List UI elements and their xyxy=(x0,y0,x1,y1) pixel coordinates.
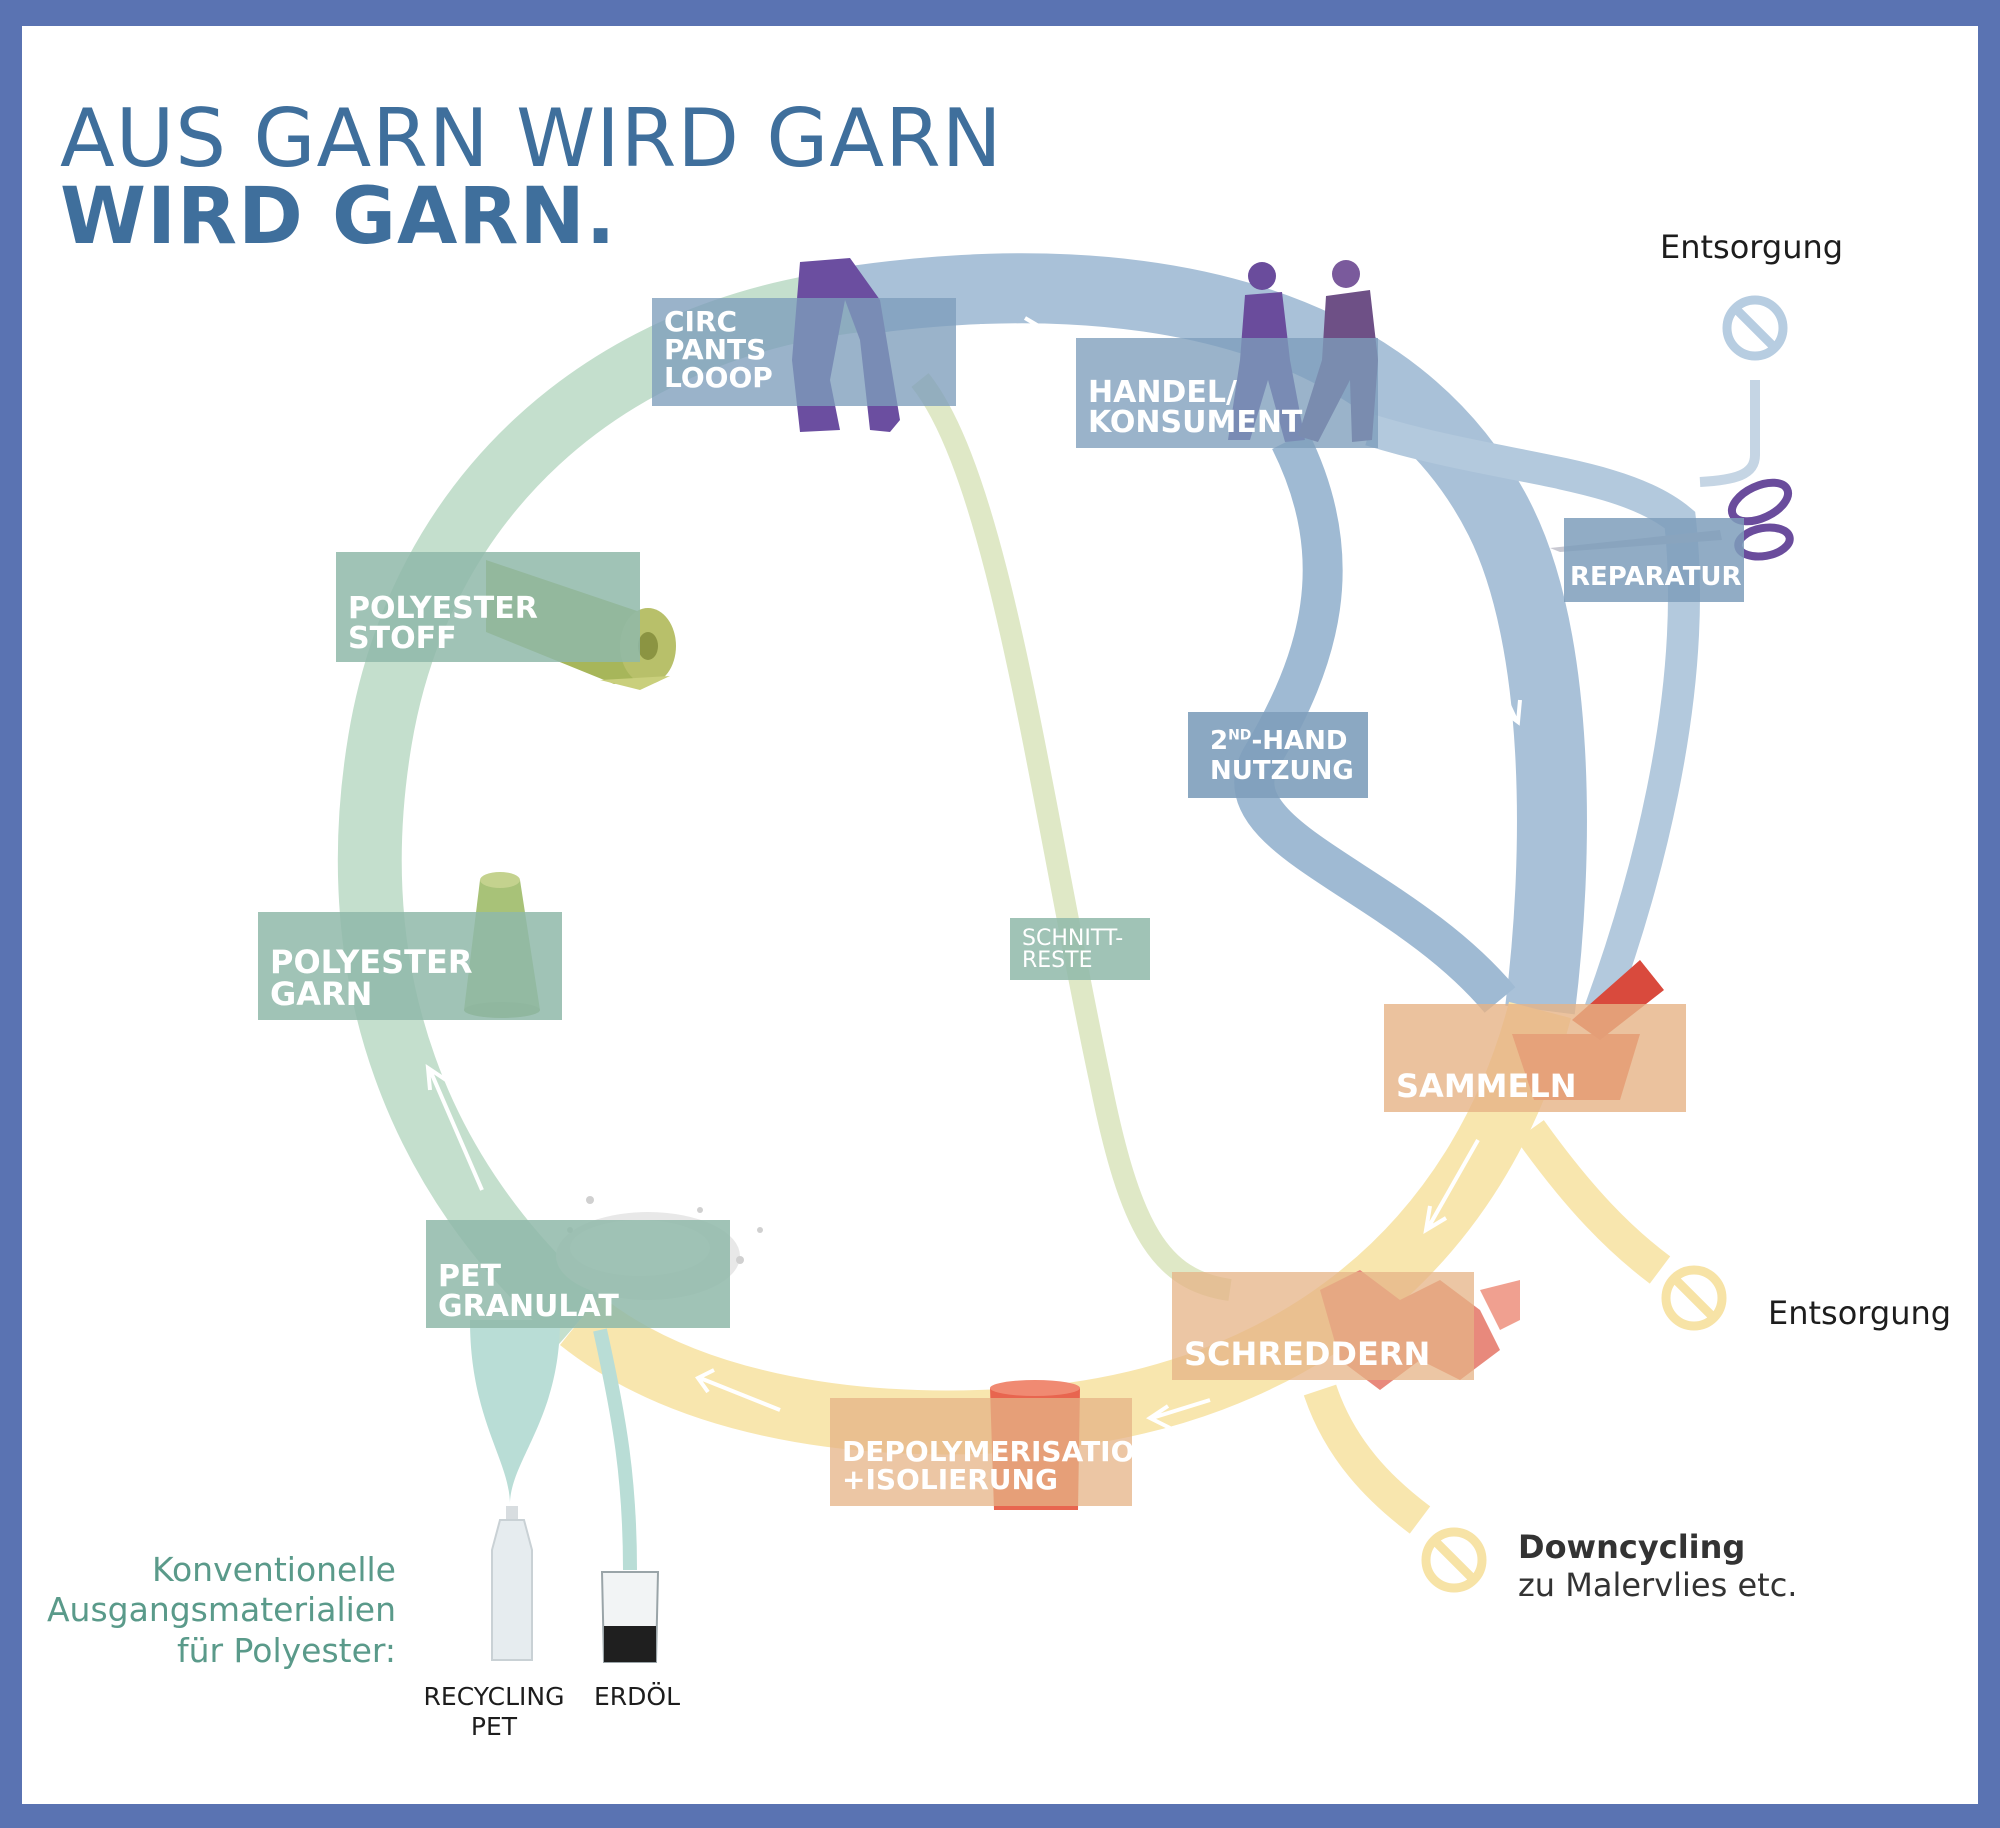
secondhand-rest: -HAND xyxy=(1251,726,1348,756)
arrow-top xyxy=(979,316,1046,340)
stage-schreddern: SCHREDDERN xyxy=(1172,1272,1474,1380)
stage-sammeln-text: SAMMELN xyxy=(1396,1067,1577,1105)
entsorgung-right-flow xyxy=(1516,1120,1671,1284)
schnittreste-flow xyxy=(911,373,1232,1301)
arrow-up-1 xyxy=(546,445,615,510)
input-note-line-3: für Polyester: xyxy=(176,1630,396,1670)
entsorgung-top-flow xyxy=(1699,380,1760,487)
recycling-pet-label: RECYCLING PET xyxy=(418,1682,570,1742)
stage-schnittreste-line-1: SCHNITT- xyxy=(1022,926,1124,951)
stage-circ-pants-line-3: LOOOP xyxy=(664,361,773,394)
stage-schnittreste-line-2: RESTE xyxy=(1022,948,1093,973)
input-note: Konventionelle Ausgangsmaterialien für P… xyxy=(40,1550,396,1671)
green-cycle-flow xyxy=(337,268,864,1345)
stage-pet-granulat: PET GRANULAT xyxy=(426,1220,730,1328)
arrow-up-2 xyxy=(406,733,434,849)
stage-depolymerisation: DEPOLYMERISATION +ISOLIERUNG xyxy=(830,1398,1158,1506)
stage-schreddern-text: SCHREDDERN xyxy=(1184,1335,1431,1373)
oil-beaker-icon xyxy=(600,1571,660,1663)
stage-polyester-stoff-line-2: STOFF xyxy=(348,621,457,656)
input-note-line-2: Ausgangsmaterialien xyxy=(46,1590,396,1630)
stage-circ-pants-line-2: PANTS xyxy=(664,333,767,366)
stage-reparatur-text: REPARATUR xyxy=(1570,562,1742,592)
bottle-icon xyxy=(491,1506,533,1661)
secondhand-base: 2 xyxy=(1210,726,1229,756)
title-line-2: WIRD GARN. xyxy=(60,172,617,262)
stage-pet-granulat-line-2: GRANULAT xyxy=(438,1289,619,1324)
stage-polyester-garn-line-2: GARN xyxy=(270,975,373,1013)
arrow-left-2 xyxy=(695,1368,781,1412)
stage-polyester-stoff-line-1: POLYESTER xyxy=(348,591,538,626)
input-note-line-1: Konventionelle xyxy=(151,1550,396,1589)
downcycling-icon xyxy=(1421,1527,1487,1593)
stage-handel-line-2: KONSUMENT xyxy=(1088,405,1303,440)
stage-secondhand-line-2: NUTZUNG xyxy=(1210,756,1354,786)
stage-handel-line-1: HANDEL/ xyxy=(1088,375,1237,410)
recycling-pet-line-1: RECYCLING xyxy=(423,1682,565,1711)
blue-top-flow xyxy=(855,253,1587,1015)
stage-polyester-garn-line-1: POLYESTER xyxy=(270,943,473,981)
stage-pet-granulat-line-1: PET xyxy=(438,1259,501,1294)
downcycling-subtitle: zu Malervlies etc. xyxy=(1518,1566,1798,1604)
recycling-pet-flow xyxy=(470,1320,560,1505)
flow-arrows xyxy=(406,316,1522,1430)
erdoel-label: ERDÖL xyxy=(594,1682,681,1711)
erdoel-flow xyxy=(593,1328,637,1571)
stage-secondhand: 2ND-HAND NUTZUNG xyxy=(1188,712,1368,798)
entsorgung-right-label: Entsorgung xyxy=(1768,1294,1952,1332)
stage-polyester-stoff: POLYESTER STOFF xyxy=(336,552,640,662)
title-line-1: AUS GARN WIRD GARN xyxy=(60,92,1003,185)
stage-polyester-garn: POLYESTER GARN xyxy=(258,912,562,1020)
stage-circ-pants-line-1: CIRC xyxy=(664,305,738,338)
recycling-pet-line-2: PET xyxy=(470,1712,518,1741)
secondhand-sup: ND xyxy=(1228,727,1252,744)
entsorgung-top-label: Entsorgung xyxy=(1660,228,1844,266)
stage-handel-konsument: HANDEL/ KONSUMENT xyxy=(1076,338,1378,448)
stage-secondhand-line-1: 2ND-HAND xyxy=(1210,728,1356,754)
stage-depolymerisation-line-2: +ISOLIERUNG xyxy=(842,1463,1058,1496)
entsorgung-right-icon xyxy=(1661,1265,1727,1331)
arrow-up-3 xyxy=(425,1064,484,1191)
arrow-down-right xyxy=(1458,599,1522,726)
stage-sammeln: SAMMELN xyxy=(1384,1004,1686,1112)
stage-reparatur: REPARATUR xyxy=(1564,518,1744,602)
stage-circ-pants: CIRC PANTS LOOOP xyxy=(652,298,956,406)
downcycling-flow xyxy=(1303,1384,1431,1534)
stage-depolymerisation-line-1: DEPOLYMERISATION xyxy=(842,1435,1158,1468)
arrow-down-left xyxy=(1423,1139,1480,1234)
stage-schnittreste: SCHNITT- RESTE xyxy=(1010,918,1150,980)
downcycling-title: Downcycling xyxy=(1518,1528,1746,1566)
arrow-left-1 xyxy=(1146,1398,1211,1430)
entsorgung-top-icon xyxy=(1722,295,1788,361)
